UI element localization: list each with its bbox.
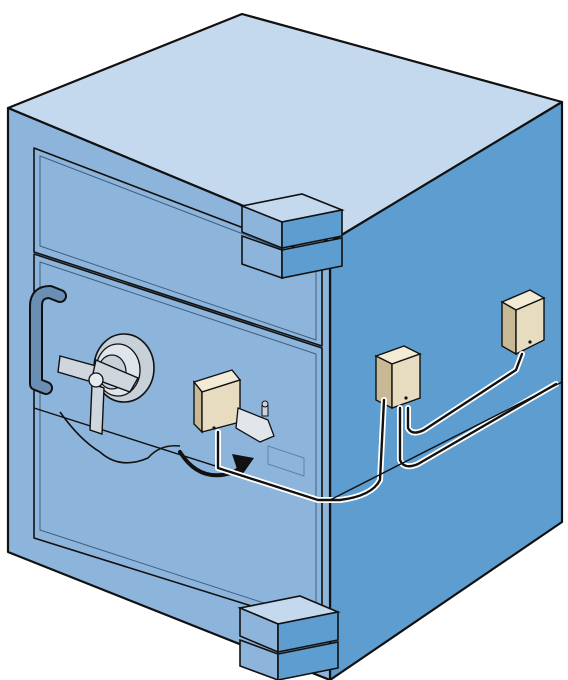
bottom-hinge [240, 596, 338, 680]
door-sensor [194, 370, 240, 432]
key-bolt [262, 401, 268, 416]
top-hinge [242, 194, 342, 278]
